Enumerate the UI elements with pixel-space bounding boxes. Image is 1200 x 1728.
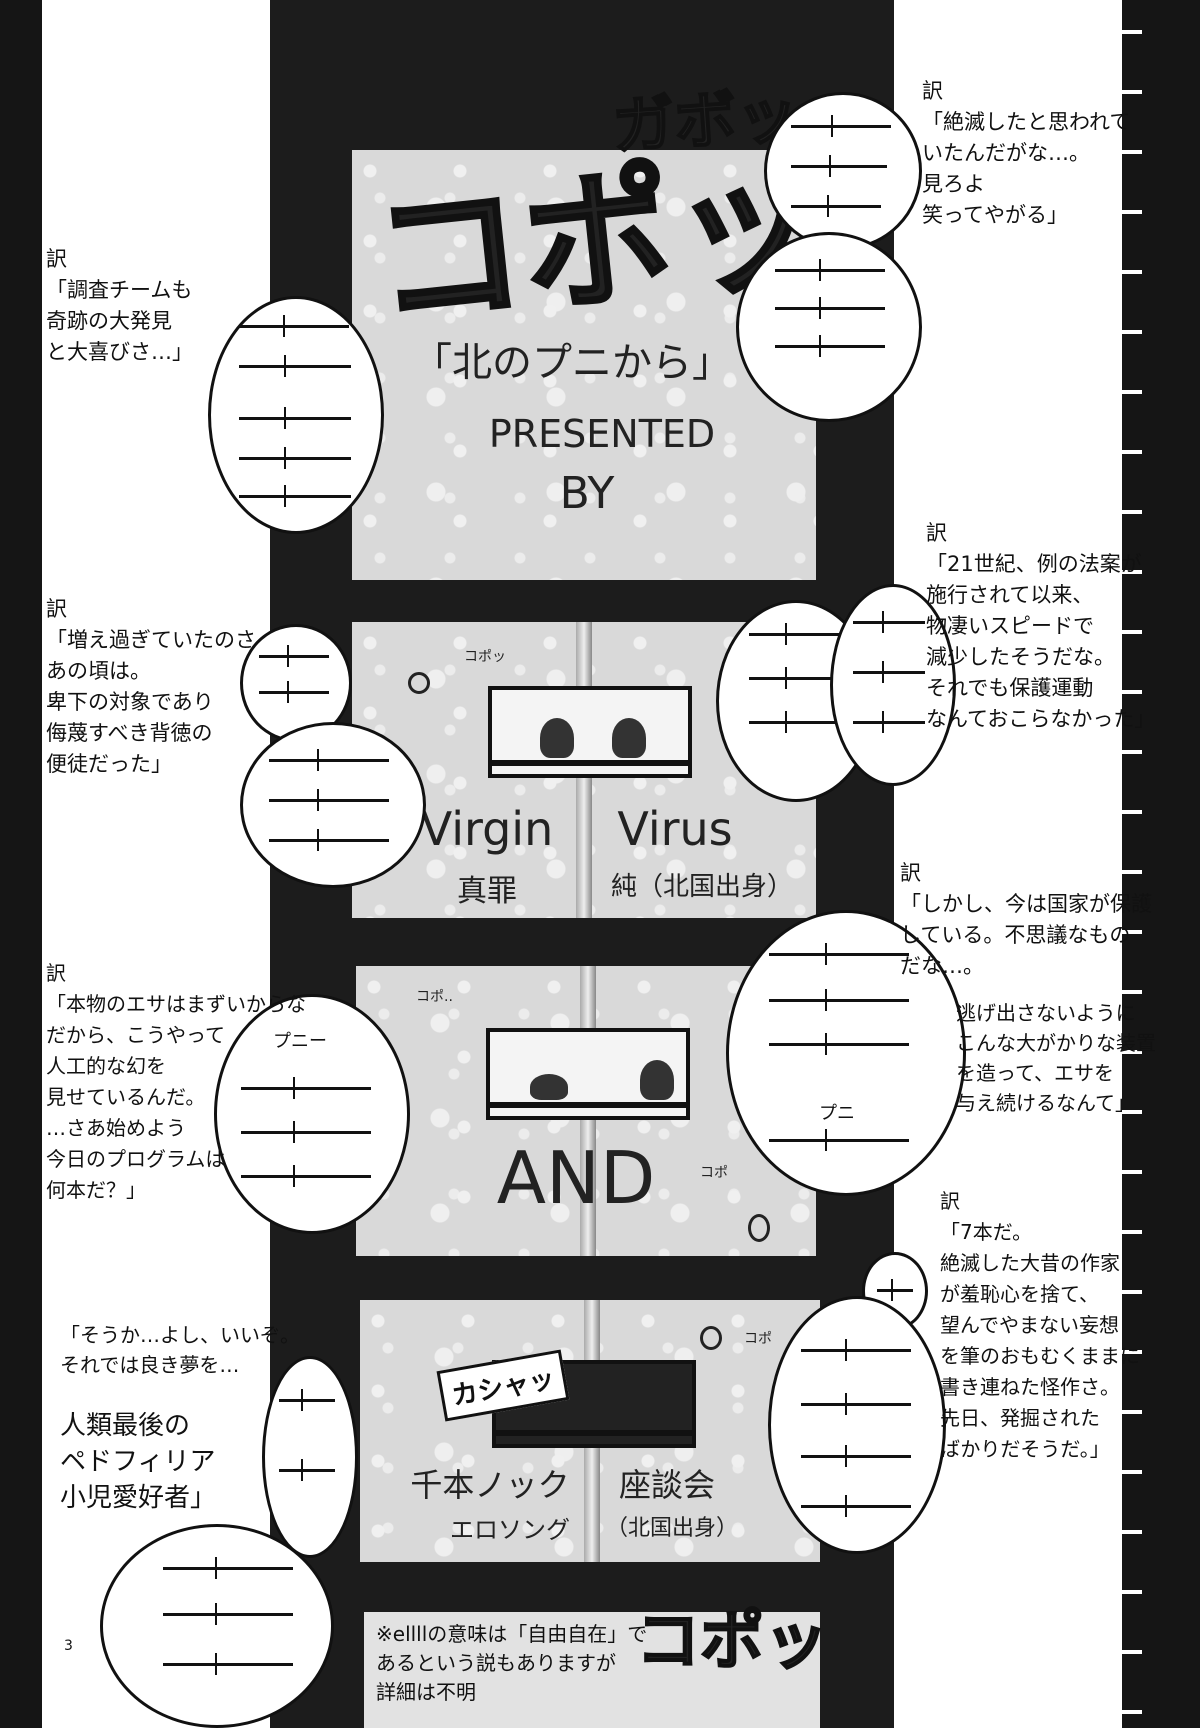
silhouette-head — [540, 718, 574, 758]
sfx-kopo-small: コポッ — [464, 649, 506, 665]
footnote-text: ※ellllの意味は「自由自在」で あるという説もありますが 詳細は不明 — [376, 1622, 648, 1704]
by-text: BY — [559, 468, 615, 519]
wave-line — [749, 623, 839, 645]
wave-line — [163, 1557, 293, 1579]
sfx-kopo-panel4: コポ — [744, 1331, 772, 1347]
wave-line — [775, 335, 885, 357]
wave-line — [769, 989, 909, 1011]
translation-8b: 人類最後の ペドフィリア 小児愛好者」 — [60, 1411, 217, 1513]
translation-2: 訳 「調査チームも 奇跡の大発見 と大喜びさ…」 — [46, 247, 193, 364]
senbon-knock: 千本ノック — [410, 1466, 570, 1504]
wave-line — [801, 1393, 911, 1415]
wave-line — [853, 611, 925, 633]
speech-bubble-7b — [768, 1296, 946, 1554]
wave-line — [791, 155, 887, 177]
translation-5: 訳 「しかし、今は国家が保護 している。不思議なもの だな…。 — [900, 861, 1152, 978]
wave-line — [877, 1279, 913, 1301]
page-number: 3 — [64, 1638, 73, 1654]
wave-line — [239, 315, 349, 337]
tank — [488, 686, 692, 778]
translation-6: 訳 「本物のエサはまずいからな だから、こうやって 人工的な幻を 見せているんだ… — [46, 961, 306, 1202]
speech-bubble-1 — [764, 92, 922, 250]
wave-line — [269, 749, 389, 771]
presented-text: PRESENTED — [488, 412, 716, 456]
wave-line — [259, 645, 329, 667]
panel-footnote: ※ellllの意味は「自由自在」で あるという説もありますが 詳細は不明 — [364, 1612, 820, 1728]
silhouette-head — [612, 718, 646, 758]
kitaguni: （北国出身） — [605, 1516, 738, 1541]
wave-line — [853, 661, 925, 683]
wave-line — [769, 1033, 909, 1055]
speech-bubble-6: プニー — [214, 994, 410, 1234]
left-ink-border — [0, 0, 42, 1728]
speech-bubble-9 — [100, 1524, 334, 1728]
translation-8: 「そうか…よし、いいぞ。 それでは良き夢を… — [60, 1323, 300, 1377]
and-text: AND — [496, 1136, 656, 1220]
virus-label: Virus — [617, 802, 733, 856]
wave-line — [791, 195, 881, 217]
wave-line — [163, 1653, 293, 1675]
panel-zadankai: 千本ノック エロソング 座談会 （北国出身） コポ — [360, 1300, 820, 1562]
right-ink-border — [1122, 0, 1200, 1728]
wave-line — [769, 943, 909, 965]
wave-line — [775, 259, 885, 281]
wave-line — [775, 297, 885, 319]
bubble-circle — [700, 1326, 722, 1350]
wave-line — [279, 1459, 335, 1481]
translation-1: 訳 「絶滅したと思われて いたんだがな…。 見ろよ 笑ってやがる」 — [922, 79, 1131, 227]
wave-line — [801, 1495, 911, 1517]
wave-line — [239, 485, 351, 507]
bubble-circle — [748, 1214, 770, 1242]
speech-bubble-3b — [830, 584, 956, 786]
wave-line — [269, 789, 389, 811]
speech-bubble-4b — [240, 722, 426, 888]
sfx-kopo-bottom: コポッ — [635, 1604, 829, 1680]
speech-bubble-2 — [208, 296, 384, 534]
translation-4: 訳 「増え過ぎていたのさ あの頃は。 卑下の対象であり 侮蔑すべき背徳の 便徒だ… — [46, 597, 256, 776]
virgin-sub: 真罪 — [457, 874, 517, 909]
wave-line — [259, 681, 329, 703]
speech-bubble-8 — [262, 1356, 358, 1558]
tank — [486, 1028, 690, 1120]
sfx-kopo-panel3: コポ — [700, 1165, 728, 1181]
silhouette-head — [640, 1060, 674, 1100]
zadankai: 座談会 — [618, 1466, 715, 1504]
wave-line — [801, 1339, 911, 1361]
silhouette-head — [530, 1074, 568, 1100]
ero-song: エロソング — [450, 1516, 570, 1544]
translation-5b: 逃げ出さないように こんな大がかりな装置 を造って、エサを 与え続けるなんて」 — [956, 1001, 1156, 1115]
wave-line — [801, 1445, 911, 1467]
wave-line — [239, 407, 351, 429]
bubble-word-puni2: プニ — [819, 1103, 855, 1124]
bubble-word-puni: プニー — [273, 1031, 327, 1052]
bubble-circle — [408, 672, 430, 694]
translation-3: 訳 「21世紀、例の法案が 施行されて以来、 物凄いスピードで 減少したそうだな… — [926, 521, 1156, 731]
wave-line — [241, 1121, 371, 1143]
wave-line — [791, 115, 891, 137]
sfx-kopo-dots: コポ.. — [416, 989, 453, 1005]
speech-bubble-1b — [736, 232, 922, 422]
wave-line — [749, 667, 839, 689]
wave-line — [241, 1077, 371, 1099]
wave-line — [239, 355, 351, 377]
translation-7: 訳 「7本だ。 絶滅した大昔の作家 が羞恥心を捨て、 望んでやまない妄想 を筆の… — [940, 1189, 1140, 1461]
speech-bubble-5: プニ — [726, 910, 966, 1196]
wave-line — [163, 1603, 293, 1625]
panel-title: 「北のプニから」 PRESENTED BY — [352, 150, 816, 580]
virus-sub: 純（北国出身） — [610, 872, 793, 902]
wave-line — [769, 1129, 909, 1151]
wave-line — [279, 1389, 335, 1411]
panel-title-text: 「北のプニから」 — [412, 340, 732, 386]
wave-line — [241, 1165, 371, 1187]
wave-line — [853, 711, 925, 733]
virgin-label: Virgin — [420, 802, 554, 856]
wave-line — [269, 829, 389, 851]
wave-line — [239, 447, 351, 469]
wave-line — [749, 711, 839, 733]
